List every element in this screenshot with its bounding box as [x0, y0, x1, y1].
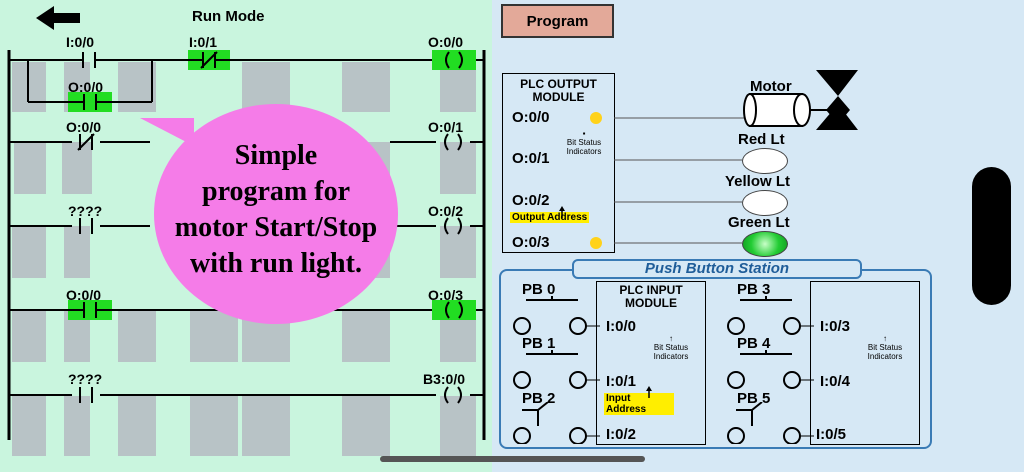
motor-label: Motor: [750, 78, 792, 95]
output-1: O:0/1: [512, 150, 550, 167]
motor-icon: [743, 70, 858, 130]
scroll-handle[interactable]: [972, 167, 1011, 305]
output-bit-status-label: ▪Bit Status Indicators: [566, 129, 602, 156]
input-bit-status-left: ↑Bit Status Indicators: [653, 334, 689, 361]
rung1-contact2-xio[interactable]: [188, 50, 230, 70]
input-2: I:0/2: [606, 426, 637, 443]
rung3-coil-ote[interactable]: [434, 216, 472, 236]
input-1: I:0/1: [606, 373, 637, 390]
pb4-button[interactable]: [722, 350, 814, 390]
callout-text: Simple program for motor Start/Stop with…: [160, 138, 392, 282]
rung4-coil-address: O:0/3: [428, 287, 464, 303]
callout-line1: Simple: [234, 140, 318, 171]
input-address-tag: Input Address: [604, 393, 674, 415]
rung5-coil-ote[interactable]: [434, 385, 472, 405]
output-0: O:0/0: [512, 109, 550, 126]
rung3-coil-address: O:0/2: [428, 203, 464, 219]
rung1-branch-contact-xic[interactable]: [68, 92, 112, 112]
yellow-light-lamp: [742, 190, 788, 216]
output-address-arrow-icon: [559, 206, 565, 218]
input-4: I:0/4: [820, 373, 851, 390]
page-title: Run Mode: [192, 8, 265, 25]
green-light-label: Green Lt: [728, 214, 790, 231]
pb3-label: PB 3: [737, 281, 771, 298]
green-light-lamp: [742, 231, 788, 257]
rung5-contact-address: ????: [68, 371, 103, 387]
output-3-indicator: [590, 237, 602, 249]
callout-line2: program for: [202, 176, 350, 207]
callout-line4: with run light.: [190, 248, 362, 279]
red-light-lamp: [742, 148, 788, 174]
input-3: I:0/3: [820, 318, 851, 335]
rung1-branch-address: O:0/0: [68, 79, 104, 95]
rung4-coil-ote[interactable]: [432, 300, 476, 320]
output-0-indicator: [590, 112, 602, 124]
pb5-button[interactable]: [722, 402, 814, 444]
pb4-label: PB 4: [737, 335, 771, 352]
back-arrow-icon[interactable]: [34, 4, 82, 32]
rung4-contact-address: O:0/0: [66, 287, 102, 303]
ladder-panel: I:0/0 I:0/1 O:0/0 O:0/0 O:0/0 O:0/1 ????: [0, 0, 492, 472]
rung1-coil-address: O:0/0: [428, 34, 464, 50]
rung1-coil-ote[interactable]: [432, 50, 476, 70]
rung1-contact1-address: I:0/0: [66, 34, 95, 50]
yellow-light-label: Yellow Lt: [725, 173, 791, 190]
pb1-label: PB 1: [522, 335, 556, 352]
output-2: O:0/2: [512, 192, 550, 209]
pb0-button[interactable]: [508, 296, 600, 336]
input-5: I:0/5: [816, 426, 847, 443]
output-3: O:0/3: [512, 234, 550, 251]
pb0-label: PB 0: [522, 281, 556, 298]
rung5-contact-xic[interactable]: [70, 385, 102, 405]
pb1-button[interactable]: [508, 350, 600, 390]
pb2-button[interactable]: [508, 402, 600, 444]
push-button-station-title: Push Button Station: [572, 259, 862, 279]
rung4-contact-xic[interactable]: [68, 300, 112, 320]
input-address-arrow-icon: [646, 386, 652, 398]
rung2-coil-address: O:0/1: [428, 119, 464, 135]
rung1-contact2-address: I:0/1: [189, 34, 218, 50]
callout-bubble: [140, 104, 398, 324]
home-indicator[interactable]: [380, 456, 645, 462]
plc-input-module-right: [810, 281, 920, 445]
input-0: I:0/0: [606, 318, 637, 335]
pb3-button[interactable]: [722, 296, 814, 336]
input-bit-status-right: ↑Bit Status Indicators: [867, 334, 903, 361]
rung3-contact-xic[interactable]: [70, 216, 102, 236]
rung2-coil-ote[interactable]: [434, 132, 472, 152]
program-button[interactable]: Program: [501, 4, 614, 38]
rung2-contact-xio[interactable]: [70, 132, 102, 152]
plc-output-module: [502, 73, 615, 253]
rung1-contact1-xic[interactable]: [70, 50, 108, 70]
rung3-contact-address: ????: [68, 203, 103, 219]
rung5-coil-address: B3:0/0: [423, 371, 466, 387]
output-wiring: [614, 117, 752, 244]
red-light-label: Red Lt: [738, 131, 785, 148]
rung2-contact-address: O:0/0: [66, 119, 102, 135]
callout-line3: motor Start/Stop: [174, 212, 378, 243]
output-address-tag: Output Address: [510, 212, 590, 223]
plc-input-module-left: [596, 281, 706, 445]
